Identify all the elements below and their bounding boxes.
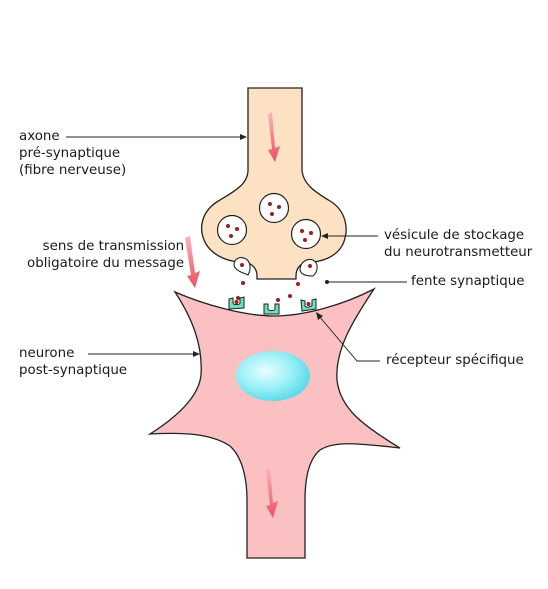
neurotransmitter-dot [235,227,239,231]
receptor [263,303,280,315]
leader-line-receptor [318,315,380,362]
neurotransmitter-dot [234,300,239,304]
arrowhead-icon [193,351,200,357]
presynaptic-axon [201,87,347,280]
neurotransmitter-dot [236,296,240,300]
neurotransmitter-dot [241,281,245,285]
vesicle [258,192,290,224]
neurotransmitter-dot [277,205,281,209]
arrow-down-icon [268,112,280,162]
neurotransmitter-dot [296,282,300,286]
neurotransmitter-dot [300,229,304,233]
receptor [300,298,317,312]
leader-dot [325,280,329,284]
label-vesicle: vésicule de stockage du neurotransmetteu… [384,228,533,260]
vesicle-group [216,192,322,250]
label-receptor: récepteur spécifique [386,353,524,368]
vesicle [216,214,248,246]
neurotransmitter-dot [288,294,292,298]
exocytosis-pockets [233,257,318,277]
arrow-down-icon [266,468,278,518]
neurotransmitter-dot [303,238,307,242]
neurotransmitters-cleft [236,281,300,302]
arrowhead-icon [316,312,323,320]
neurotransmitter-dot [226,224,230,228]
nucleus [236,351,310,401]
vesicle [290,218,322,250]
neurotransmitter-dot [270,212,274,216]
neurotransmitter-dot [308,264,312,268]
postsynaptic-neuron [147,287,401,559]
neurotransmitter-dot [240,263,244,267]
label-direction: sens de transmission obligatoire du mess… [27,239,185,271]
arrow-down-icon [185,236,200,288]
arrowhead-icon [321,233,328,239]
neurotransmitter-dot [268,202,272,206]
receptors [228,296,317,315]
label-axon: axone pré-synaptique (fibre nerveuse) [19,129,127,178]
leader-lines [66,134,407,362]
label-neuron: neurone post-synaptique [19,346,128,378]
exocytosis-pocket-right [299,258,318,277]
neurotransmitter-dot [306,302,311,306]
neurotransmitter-dot [276,298,280,302]
arrowhead-icon [240,134,247,140]
neurotransmitter-dot [229,234,233,238]
receptor [228,296,245,310]
neurotransmitter-dot [309,231,313,235]
label-cleft: fente synaptique [411,274,525,289]
